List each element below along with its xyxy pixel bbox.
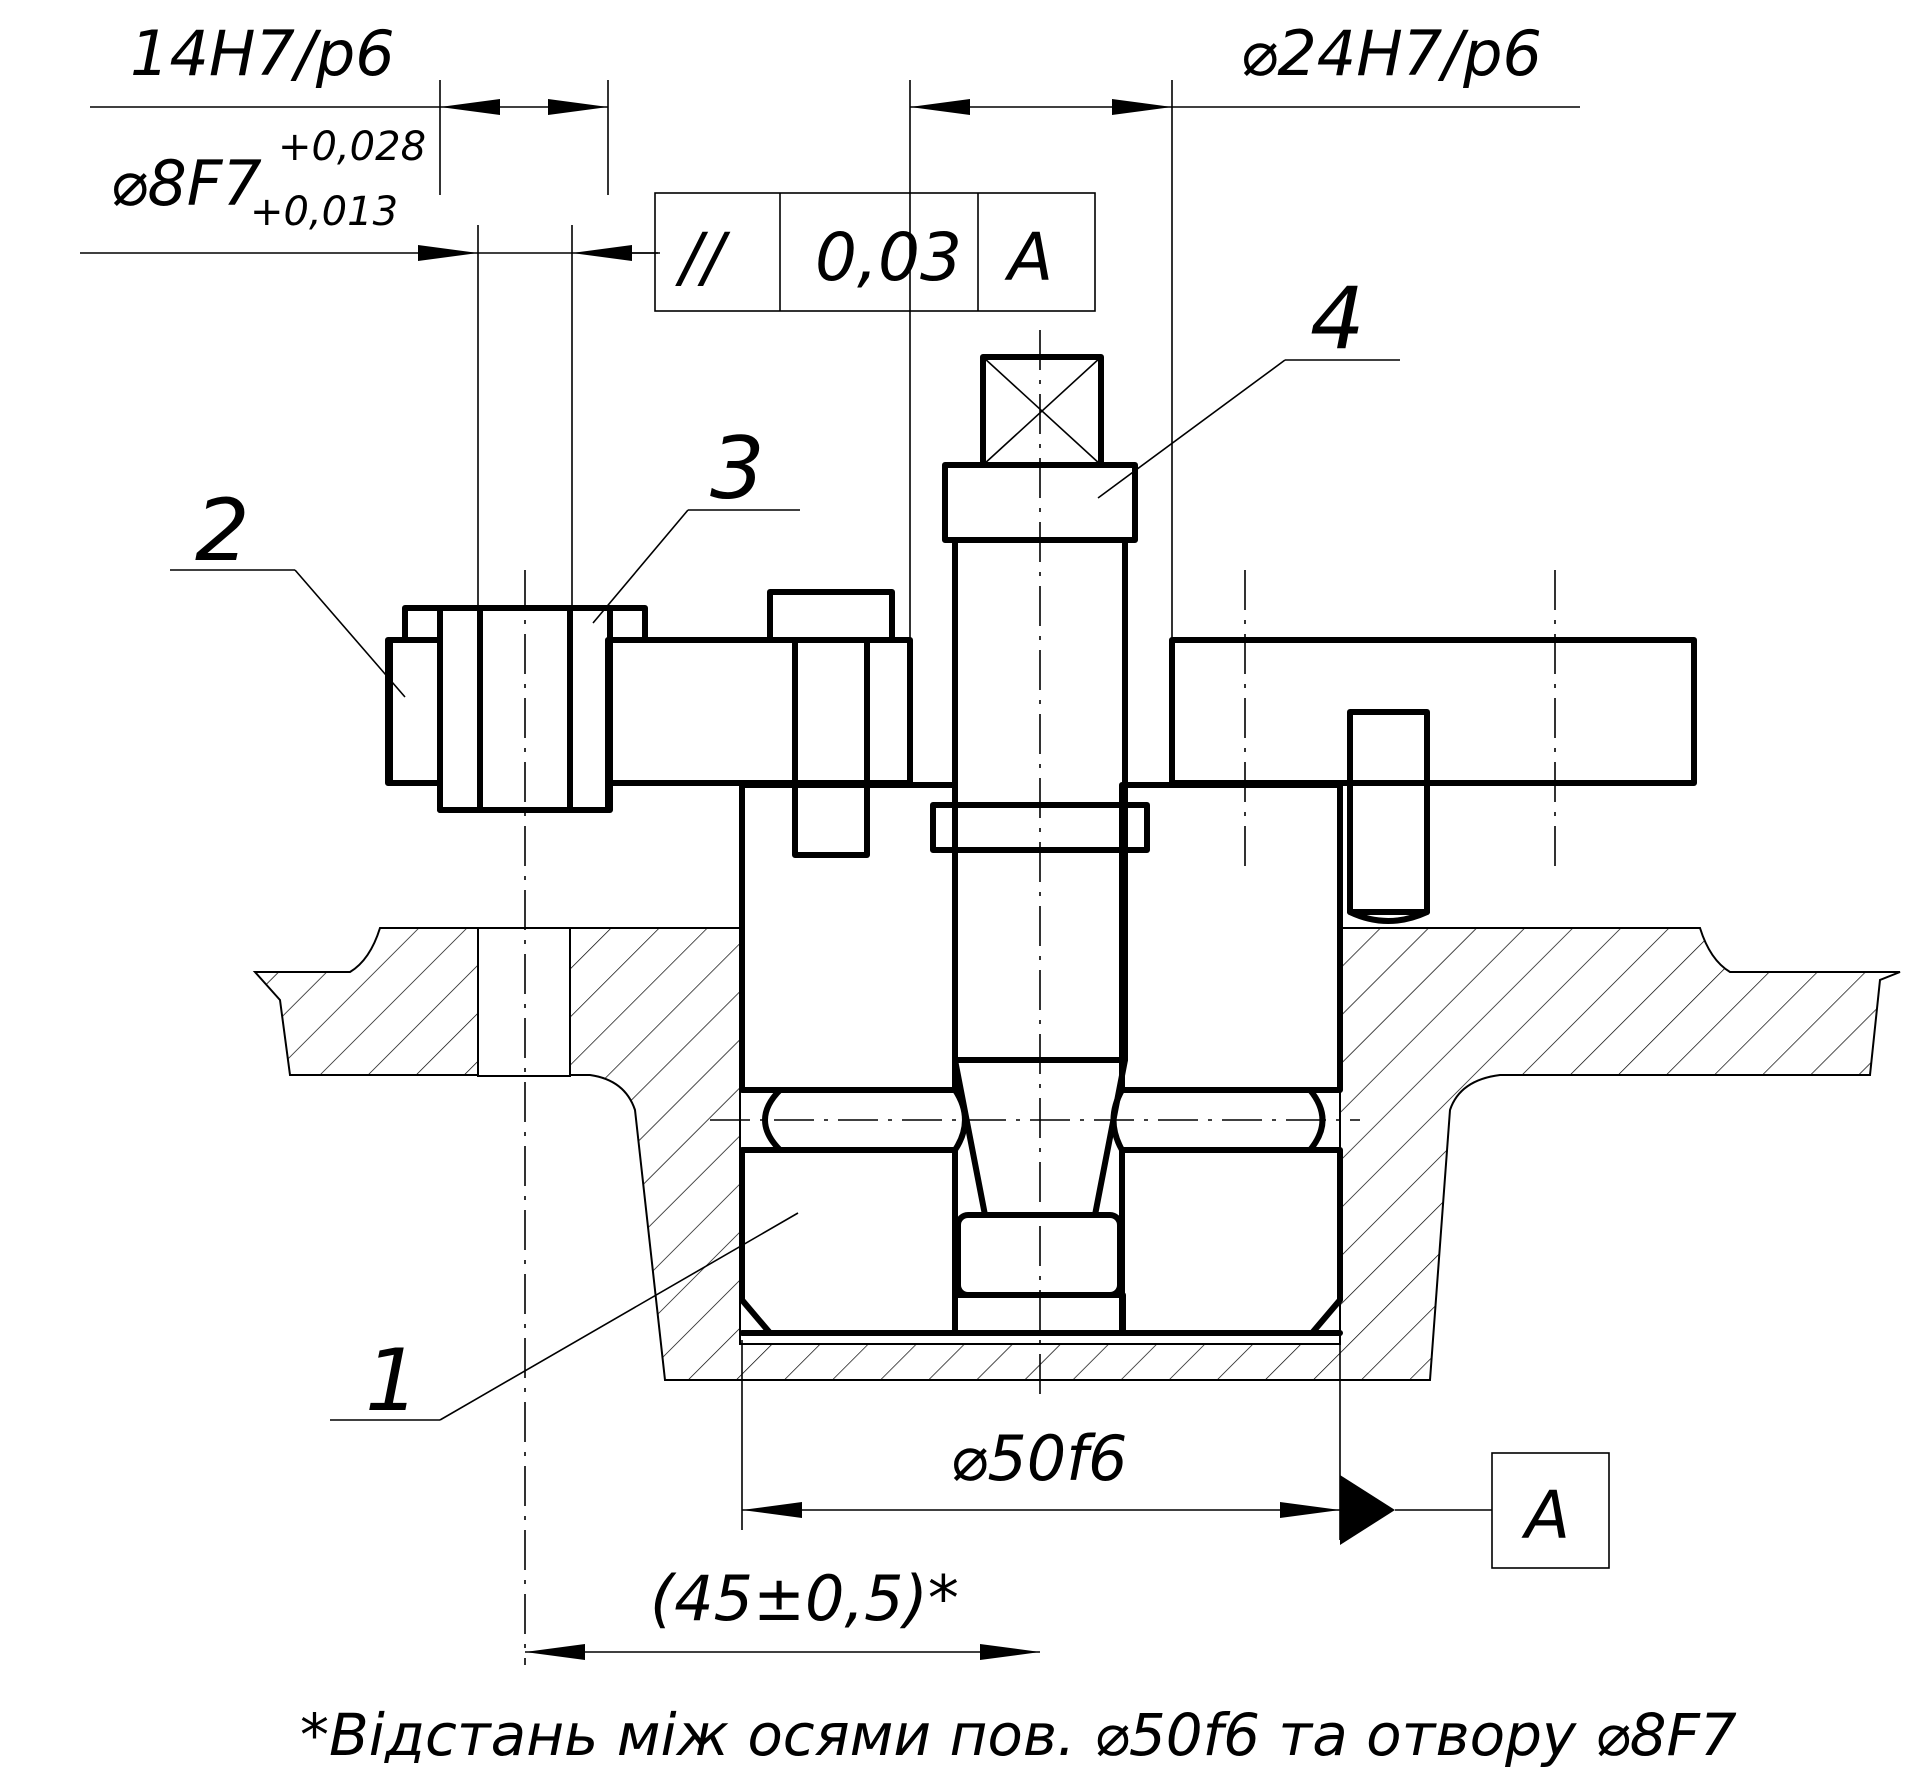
screws xyxy=(767,589,1430,924)
dim-14h7p6: 14H7/p6 xyxy=(130,17,395,90)
dim-24h7p6: ⌀24H7/p6 xyxy=(1240,17,1542,90)
leaders xyxy=(170,359,1400,1421)
dim-8f7: ⌀8F7 xyxy=(110,147,262,220)
footnote: *Відстань між осями пов. ⌀50f6 та отвору… xyxy=(300,1701,1737,1769)
base-part xyxy=(252,927,1901,1381)
dimension-lines xyxy=(80,80,1610,1660)
dim-tol-upper: +0,028 xyxy=(278,124,426,170)
top-plate xyxy=(387,637,1697,786)
balloon-2: 2 xyxy=(195,481,250,581)
tol-symbol: // xyxy=(675,219,731,296)
tol-value: 0,03 xyxy=(815,219,962,296)
balloon-4: 4 xyxy=(1310,269,1365,369)
dim-50f6: ⌀50f6 xyxy=(950,1422,1128,1495)
dim-tol-lower: +0,013 xyxy=(250,189,398,235)
balloon-1: 1 xyxy=(365,1331,420,1431)
datum-a-label: A xyxy=(1521,1477,1570,1554)
center-lines xyxy=(524,330,1556,1665)
tol-datum: A xyxy=(1004,219,1053,296)
part-2-block xyxy=(385,637,443,786)
balloon-3: 3 xyxy=(710,419,765,519)
tolerance-frame xyxy=(632,192,1096,312)
dim-center-distance: (45±0,5)* xyxy=(650,1562,959,1635)
pins xyxy=(762,1087,1326,1153)
